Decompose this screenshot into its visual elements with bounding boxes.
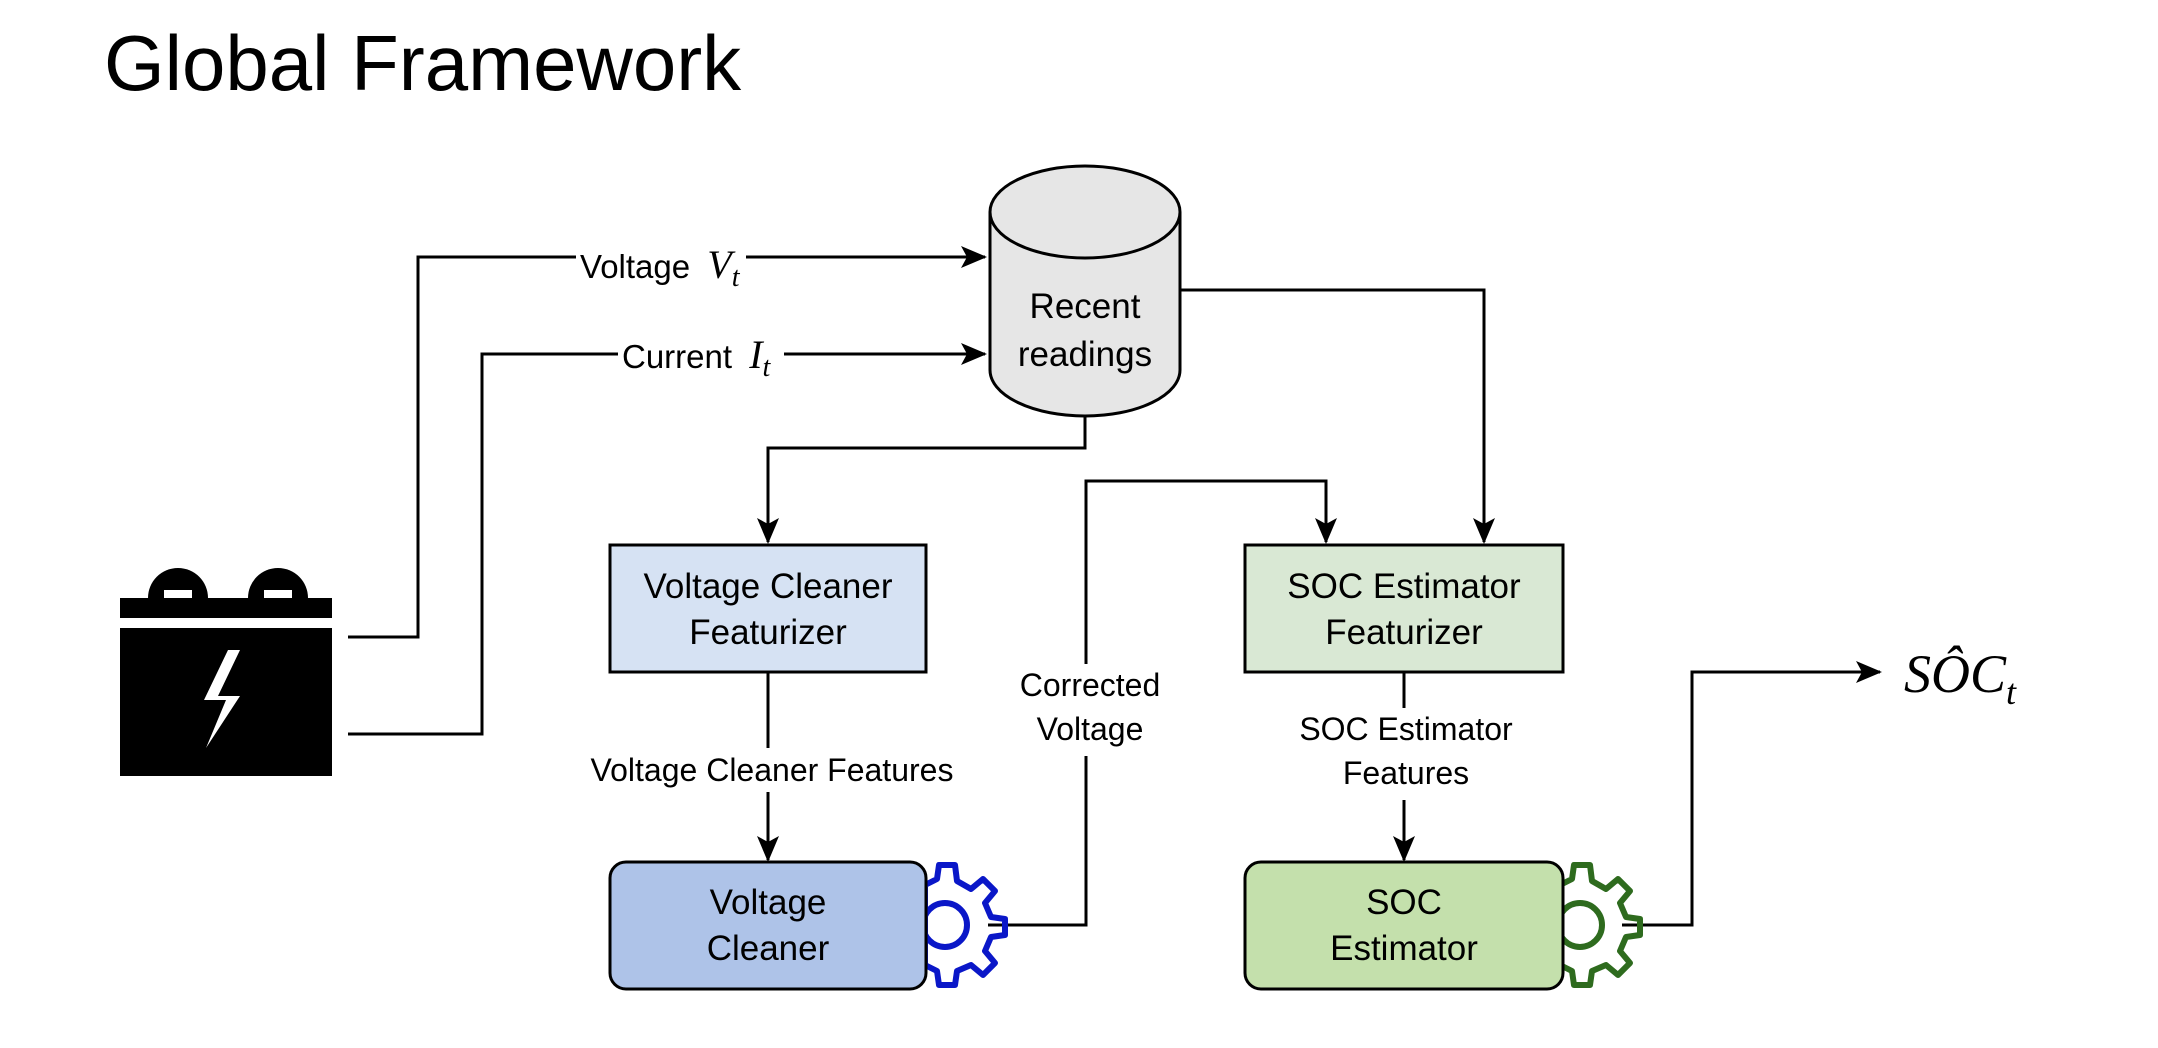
edge-soc-features: SOC Estimator Features xyxy=(1286,672,1526,862)
edge-label-voltage: Voltage xyxy=(580,248,690,285)
voltage-cleaner-featurizer-box: Voltage Cleaner Featurizer xyxy=(608,543,928,674)
svg-text:Voltage Vt: Voltage Vt xyxy=(580,242,741,293)
edge-label-soc-features-2: Features xyxy=(1343,755,1469,791)
edge-readings-to-vc-featurizer xyxy=(757,416,1087,544)
soc-featurizer-label-2: Featurizer xyxy=(1325,613,1483,652)
recent-readings-label-2: readings xyxy=(1018,335,1152,374)
battery-icon xyxy=(120,568,332,776)
soc-estimator-label-1: SOC xyxy=(1366,883,1442,922)
voltage-cleaner-label-2: Cleaner xyxy=(707,929,830,968)
edge-label-current: Current xyxy=(622,338,732,375)
recent-readings-store: Recent readings xyxy=(988,164,1182,418)
recent-readings-label-1: Recent xyxy=(1030,287,1141,326)
svg-text:Current It: Current It xyxy=(622,332,772,383)
edge-label-soc-features-1: SOC Estimator xyxy=(1299,711,1513,747)
vc-featurizer-label-1: Voltage Cleaner xyxy=(643,567,892,606)
soc-estimator-box: SOC Estimator xyxy=(1243,860,1565,991)
edge-current: Current It xyxy=(348,332,987,736)
vc-featurizer-label-2: Featurizer xyxy=(689,613,847,652)
voltage-cleaner-label-1: Voltage xyxy=(710,883,827,922)
voltage-cleaner-box: Voltage Cleaner xyxy=(608,860,928,991)
edge-label-corrected-1: Corrected xyxy=(1020,667,1161,703)
edge-corrected-voltage: Corrected Voltage xyxy=(988,479,1337,927)
edge-soc-output xyxy=(1622,661,1882,927)
soc-estimator-featurizer-box: SOC Estimator Featurizer xyxy=(1243,543,1565,674)
soc-featurizer-label-1: SOC Estimator xyxy=(1287,567,1521,606)
edge-label-corrected-2: Voltage xyxy=(1037,711,1144,747)
edge-vc-features: Voltage Cleaner Features xyxy=(570,672,970,862)
output-soc-label: SÔCt xyxy=(1904,644,2017,712)
edge-voltage: Voltage Vt xyxy=(348,238,987,639)
soc-estimator-label-2: Estimator xyxy=(1330,929,1478,968)
page-title: Global Framework xyxy=(104,19,742,107)
edge-readings-to-soc-featurizer xyxy=(1180,288,1495,544)
edge-label-vc-features: Voltage Cleaner Features xyxy=(591,752,954,788)
